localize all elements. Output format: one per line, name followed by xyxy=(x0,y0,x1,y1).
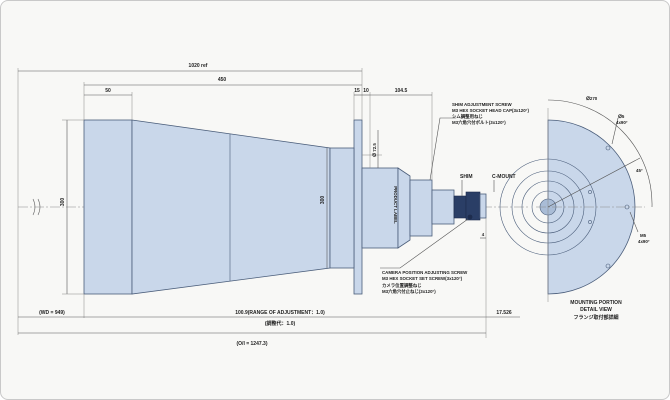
flange xyxy=(353,119,363,295)
detail-hole xyxy=(605,263,611,269)
rear-step xyxy=(409,179,433,237)
dim-overall-text: 1020 ref xyxy=(189,63,208,69)
dim-d5-4x90-text: 4x90° xyxy=(616,120,628,125)
detail-title-3: フランジ取付部詳細 xyxy=(573,314,618,321)
adjust-ring xyxy=(431,189,455,225)
adjust-screw-head xyxy=(467,214,473,220)
dim-arc-270 xyxy=(547,99,653,208)
flange-neck xyxy=(329,147,355,269)
rear-taper xyxy=(397,167,411,249)
angle-line xyxy=(547,157,641,208)
dim-104-5-text: 104.5 xyxy=(395,88,408,94)
dim-wd-text: (WD = 949) xyxy=(39,310,65,316)
dim-oi-text: (O/I = 1247.3) xyxy=(237,341,268,347)
dim-450-text: 450 xyxy=(218,77,227,83)
c-mount-face xyxy=(479,193,487,219)
dim-range-jp-text: (調整代：1.0) xyxy=(265,320,296,327)
detail-hole xyxy=(605,145,611,151)
camera-screw-line-1: CAMERA POSITION ADJUSTING SCREW xyxy=(382,270,468,275)
camera-screw-line-3: カメラ位置調整ねじ xyxy=(382,282,422,289)
product-label-text: PRODUCT LABEL xyxy=(393,186,398,224)
dim-m5-text: M5 xyxy=(640,233,647,238)
detail-hole xyxy=(588,220,592,224)
dim-4-text: 4 xyxy=(482,232,485,237)
dim-dia-front-text: ⵁ 72.5 xyxy=(372,143,377,157)
dim-m5-4x90-text: 4x90° xyxy=(638,239,650,244)
leader-m5 xyxy=(629,211,639,233)
leader-camera-screw xyxy=(380,218,469,269)
camera-screw-line-4: M3六角穴付止ねじ(3x120°) xyxy=(382,288,436,295)
shim-block xyxy=(453,195,467,219)
camera-screw-line-2: M3 HEX SOCKET SET SCREW(3x120°) xyxy=(382,276,463,281)
detail-title-1: MOUNTING PORTION xyxy=(570,300,622,306)
dim-45-text: 45° xyxy=(636,168,643,173)
shim-screw-line-4: M3六角穴付ボルト(3x120°) xyxy=(452,119,506,126)
leader-shim-screw xyxy=(429,117,456,181)
shim-text: SHIM xyxy=(460,174,473,180)
dim-15-text: 15 xyxy=(354,88,360,94)
dim-50-text: 50 xyxy=(105,88,111,94)
cone-body xyxy=(131,119,331,295)
shim-screw-line-2: M3 HEX SOCKET HEAD CAP(3x120°) xyxy=(452,108,529,113)
dim-d5-text: ⵁ5 xyxy=(618,114,625,119)
detail-hole xyxy=(588,190,592,194)
rear-barrel xyxy=(361,167,399,249)
front-barrel xyxy=(83,119,133,295)
shim-screw-line-1: SHIM ADJUSTMENT SCREW xyxy=(452,102,512,107)
dim-dia-right-text: 300 xyxy=(320,196,326,205)
dim-17526-text: 17.526 xyxy=(496,310,512,316)
dim-270-text: ⵁ270 xyxy=(586,96,598,101)
detail-title-2: DETAIL VIEW xyxy=(580,307,612,313)
shim-screw-line-3: シム調整用ねじ xyxy=(452,113,483,120)
dim-range-text: 100.9(RANGE OF ADJUSTMENT：1.0) xyxy=(235,310,325,316)
leader-d5 xyxy=(611,117,619,145)
c-mount-text: C-MOUNT xyxy=(492,174,516,180)
dim-dia-left-text: 300 xyxy=(60,198,66,207)
dim-10-text: 10 xyxy=(363,88,369,94)
break-mark xyxy=(32,198,41,216)
